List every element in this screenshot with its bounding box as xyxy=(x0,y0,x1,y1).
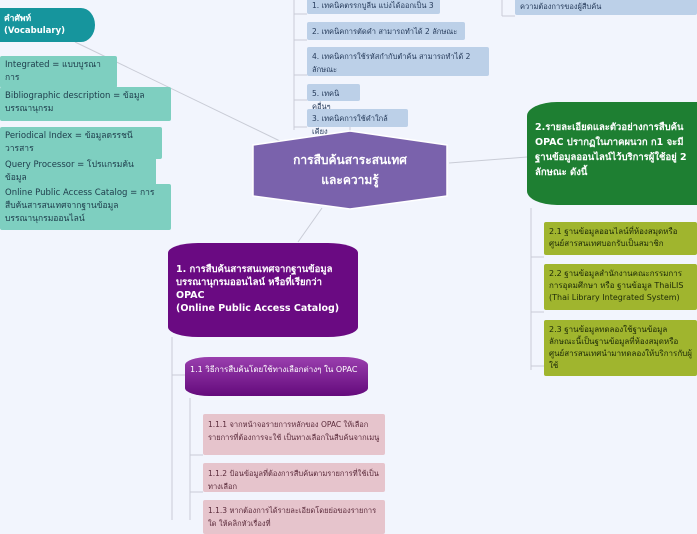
branch2-item[interactable]: 2.1 ฐานข้อมูลออนไลน์ที่ห้องสมุดหรือศูนย์… xyxy=(544,222,697,255)
vocabulary-title: คำศัพท์ (Vocabulary) xyxy=(4,14,66,36)
vocab-item[interactable]: Periodical Index = ข้อมูลดรรชนีวารสาร xyxy=(0,127,162,159)
connector-lines xyxy=(74,0,544,520)
vocabulary-node[interactable]: คำศัพท์ (Vocabulary) xyxy=(0,8,95,42)
technique-item[interactable]: 3. เทคนิคการใช้คำใกล้เคียง xyxy=(307,109,408,136)
vocab-text: Integrated = แบบบูรณาการ xyxy=(5,60,101,83)
subtopic-item[interactable]: 1.1.1 จากหน้าจอรายการหลักของ OPAC ให้เลื… xyxy=(203,414,385,455)
vocab-item[interactable]: Query Processor = โปรแกรมค้นข้อมูล xyxy=(0,156,156,188)
vocab-item[interactable]: Integrated = แบบบูรณาการ xyxy=(0,56,117,88)
central-topic-shape xyxy=(252,130,448,210)
top-right-item[interactable]: ความต้องการของผู้สืบค้น xyxy=(515,0,697,15)
subtopic-item[interactable]: 1.1.2 ป้อนข้อมูลที่ต้องการสืบค้นตามรายกา… xyxy=(203,463,385,492)
branch1-title: 1. การสืบค้นสารสนเทศจากฐานข้อมูลบรรณานุก… xyxy=(176,264,333,288)
technique-item[interactable]: 1. เทคนิคตรรกบูลีน แบ่งได้ออกเป็น 3 xyxy=(307,0,440,14)
technique-item[interactable]: 2. เทคนิคการตัดคำ สามารถทำได้ 2 ลักษณะ xyxy=(307,22,465,40)
branch2-node[interactable]: 2.รายละเอียดและตัวอย่างการสืบค้น OPAC ปร… xyxy=(527,102,697,205)
vocab-item[interactable]: Bibliographic description = ข้อมูลบรรณาน… xyxy=(0,87,171,121)
branch2-item[interactable]: 2.3 ฐานข้อมูลทดลองใช้ฐานข้อมูลลักษณะนี้เ… xyxy=(544,320,697,376)
branch1-title-full: (Online Public Access Catalog) xyxy=(176,303,340,314)
central-topic-title: การสืบค้นสาระสนเทศ และความรู้ xyxy=(293,153,407,187)
branch1-node[interactable]: 1. การสืบค้นสารสนเทศจากฐานข้อมูลบรรณานุก… xyxy=(168,243,358,337)
technique-item[interactable]: 4. เทคนิคการใช้รหัสกำกับตำค้น สามารถทำได… xyxy=(307,47,489,76)
subtopic-item[interactable]: 1.1.3 หากต้องการได้รายละเอียดโดยย่อของรา… xyxy=(203,500,385,534)
branch2-title: 2.รายละเอียดและตัวอย่างการสืบค้น OPAC ปร… xyxy=(535,122,687,178)
vocab-text: Query Processor = โปรแกรมค้นข้อมูล xyxy=(5,160,134,183)
vocab-text: Bibliographic description = ข้อมูลบรรณาน… xyxy=(5,91,145,114)
subtopic-1-1[interactable]: 1.1 วิธีการสืบค้นโดยใช้ทางเลือกต่างๆ ใน … xyxy=(185,357,368,396)
vocab-text: Periodical Index = ข้อมูลดรรชนีวารสาร xyxy=(5,131,133,154)
branch1-title-opac: OPAC xyxy=(176,290,205,301)
vocab-item[interactable]: Online Public Access Catalog = การสืบค้น… xyxy=(0,184,171,230)
subtopic-1-1-title: 1.1 วิธีการสืบค้นโดยใช้ทางเลือกต่างๆ ใน … xyxy=(190,365,358,374)
branch2-item[interactable]: 2.2 ฐานข้อมูลสำนักงานคณะกรรมการการอุดมศึ… xyxy=(544,264,697,310)
central-topic[interactable]: การสืบค้นสาระสนเทศ และความรู้ xyxy=(251,130,449,210)
technique-item[interactable]: 5. เทคนิคอื่นๆ xyxy=(307,84,360,111)
vocab-text: Online Public Access Catalog = การสืบค้น… xyxy=(5,188,155,224)
